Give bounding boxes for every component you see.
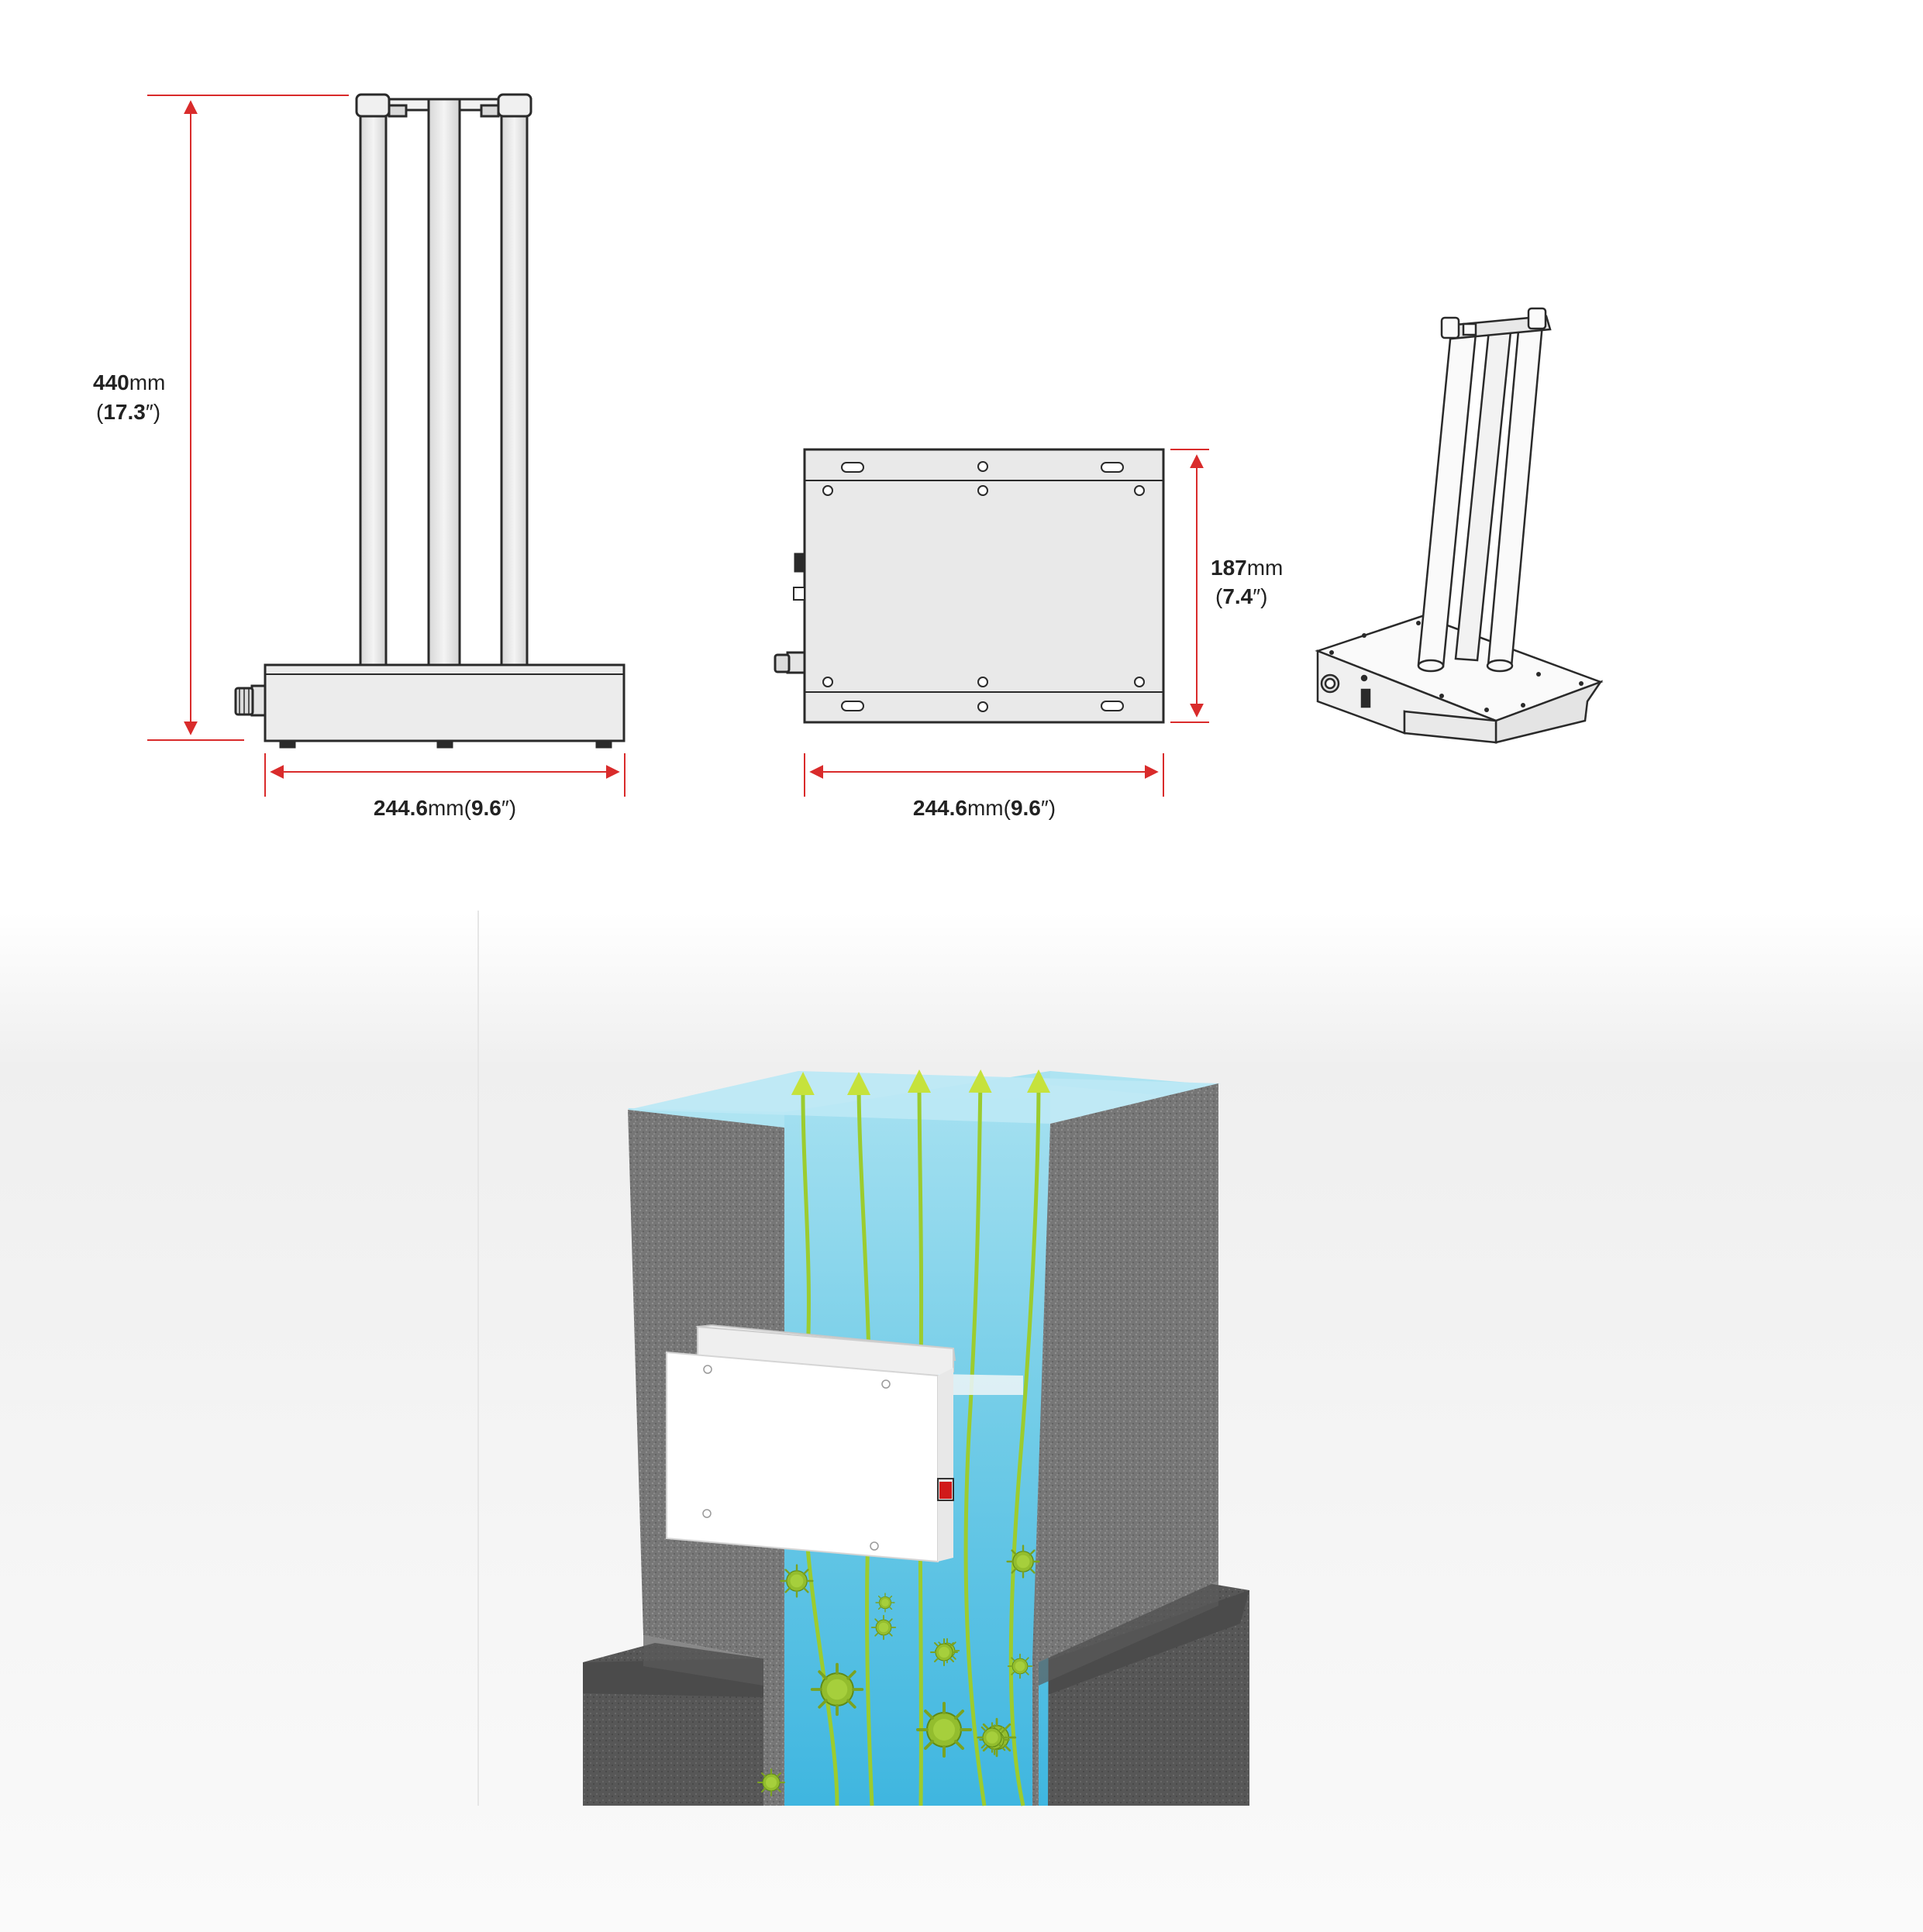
uv-lamp-top-view-icon — [774, 448, 1165, 724]
front-width-label: 244.6mm(9.6″) — [374, 796, 516, 820]
uv-lamp-isometric-icon — [1315, 307, 1604, 744]
top-width-label: 244.6mm(9.6″) — [913, 796, 1056, 820]
top-height-dimension — [1170, 449, 1209, 723]
top-width-dimension — [804, 753, 1164, 797]
front-width-dimension — [264, 753, 625, 797]
front-height-dimension — [147, 95, 349, 741]
front-height-inch-label: (17.3″) — [96, 400, 160, 424]
front-view-drawing: 440mm (17.3″) 244.6mm(9.6″) — [93, 93, 625, 820]
uv-lamp-front-view-icon — [234, 93, 625, 749]
front-height-label: 440mm — [93, 370, 165, 394]
uv-device-mounted — [666, 1324, 1023, 1563]
top-height-label: 187mm — [1211, 556, 1283, 580]
top-view-drawing: 187mm (7.4″) 244.6mm(9.6″) — [774, 448, 1283, 820]
duct-installation-illustration-icon — [583, 1069, 1249, 1806]
top-height-inch-label: (7.4″) — [1215, 584, 1268, 608]
